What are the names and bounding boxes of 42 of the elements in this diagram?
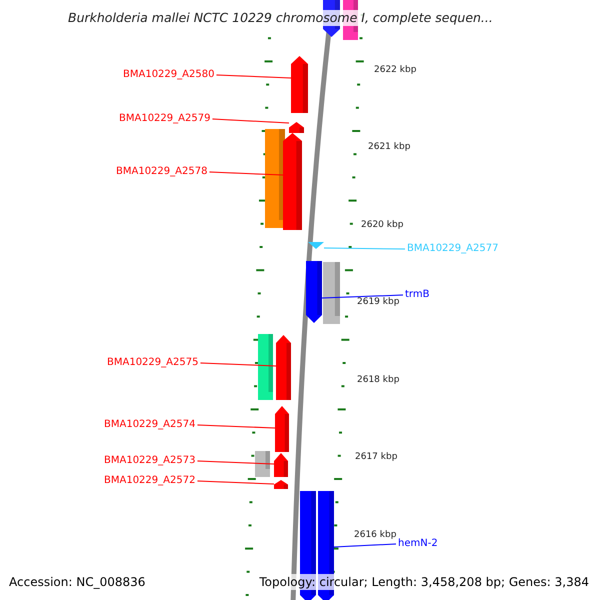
gene-label: BMA10229_A2579 <box>119 113 210 125</box>
gene-block <box>275 406 289 452</box>
gene-label: trmB <box>405 289 430 301</box>
gene-label: BMA10229_A2580 <box>123 69 214 81</box>
leader-line <box>196 460 274 464</box>
leader-line <box>196 424 276 428</box>
scale-label: 2621 kbp <box>368 142 410 153</box>
footer-text: Topology: circular; Length: 3,458,208 bp; Genes: 3,384 <box>258 574 590 590</box>
gene-block <box>323 262 340 324</box>
scale-label: 2619 kbp <box>357 297 400 308</box>
gene-block <box>274 453 288 477</box>
gene-block <box>289 122 304 133</box>
gene-label: BMA10229_A2572 <box>104 475 196 487</box>
gene-label: hemN-2 <box>398 538 438 550</box>
gene-marker <box>308 242 324 249</box>
gene-label: BMA10229_A2573 <box>104 455 196 467</box>
footer-text: Accession: NC_008836 <box>8 574 146 590</box>
gene-block <box>291 56 308 113</box>
gene-block <box>258 334 273 400</box>
gene-block <box>255 451 270 477</box>
scale-label: 2620 kbp <box>361 220 404 231</box>
gene-block <box>274 480 288 489</box>
gene-block <box>276 335 291 400</box>
map-title: Burkholderia mallei NCTC 10229 chromosome I, complete sequen... <box>68 10 493 26</box>
gene-label: BMA10229_A2575 <box>107 357 198 369</box>
leader-line <box>208 172 284 176</box>
gene-block <box>306 261 322 323</box>
gene-label: BMA10229_A2578 <box>116 166 208 178</box>
gene-label: BMA10229_A2577 <box>407 243 498 255</box>
scale-label: 2622 kbp <box>374 65 416 76</box>
scale-label: 2616 kbp <box>354 530 396 541</box>
leader-line <box>212 118 290 124</box>
leader-line <box>216 74 292 78</box>
leader-line <box>200 362 276 366</box>
scale-label: 2617 kbp <box>355 452 398 463</box>
gene-label: BMA10229_A2574 <box>104 419 196 431</box>
leader-line <box>324 248 406 250</box>
leader-line <box>322 294 404 298</box>
scale-label: 2618 kbp <box>357 375 400 386</box>
leader-line <box>196 480 274 484</box>
gene-block <box>265 129 285 228</box>
leader-line <box>334 544 396 548</box>
